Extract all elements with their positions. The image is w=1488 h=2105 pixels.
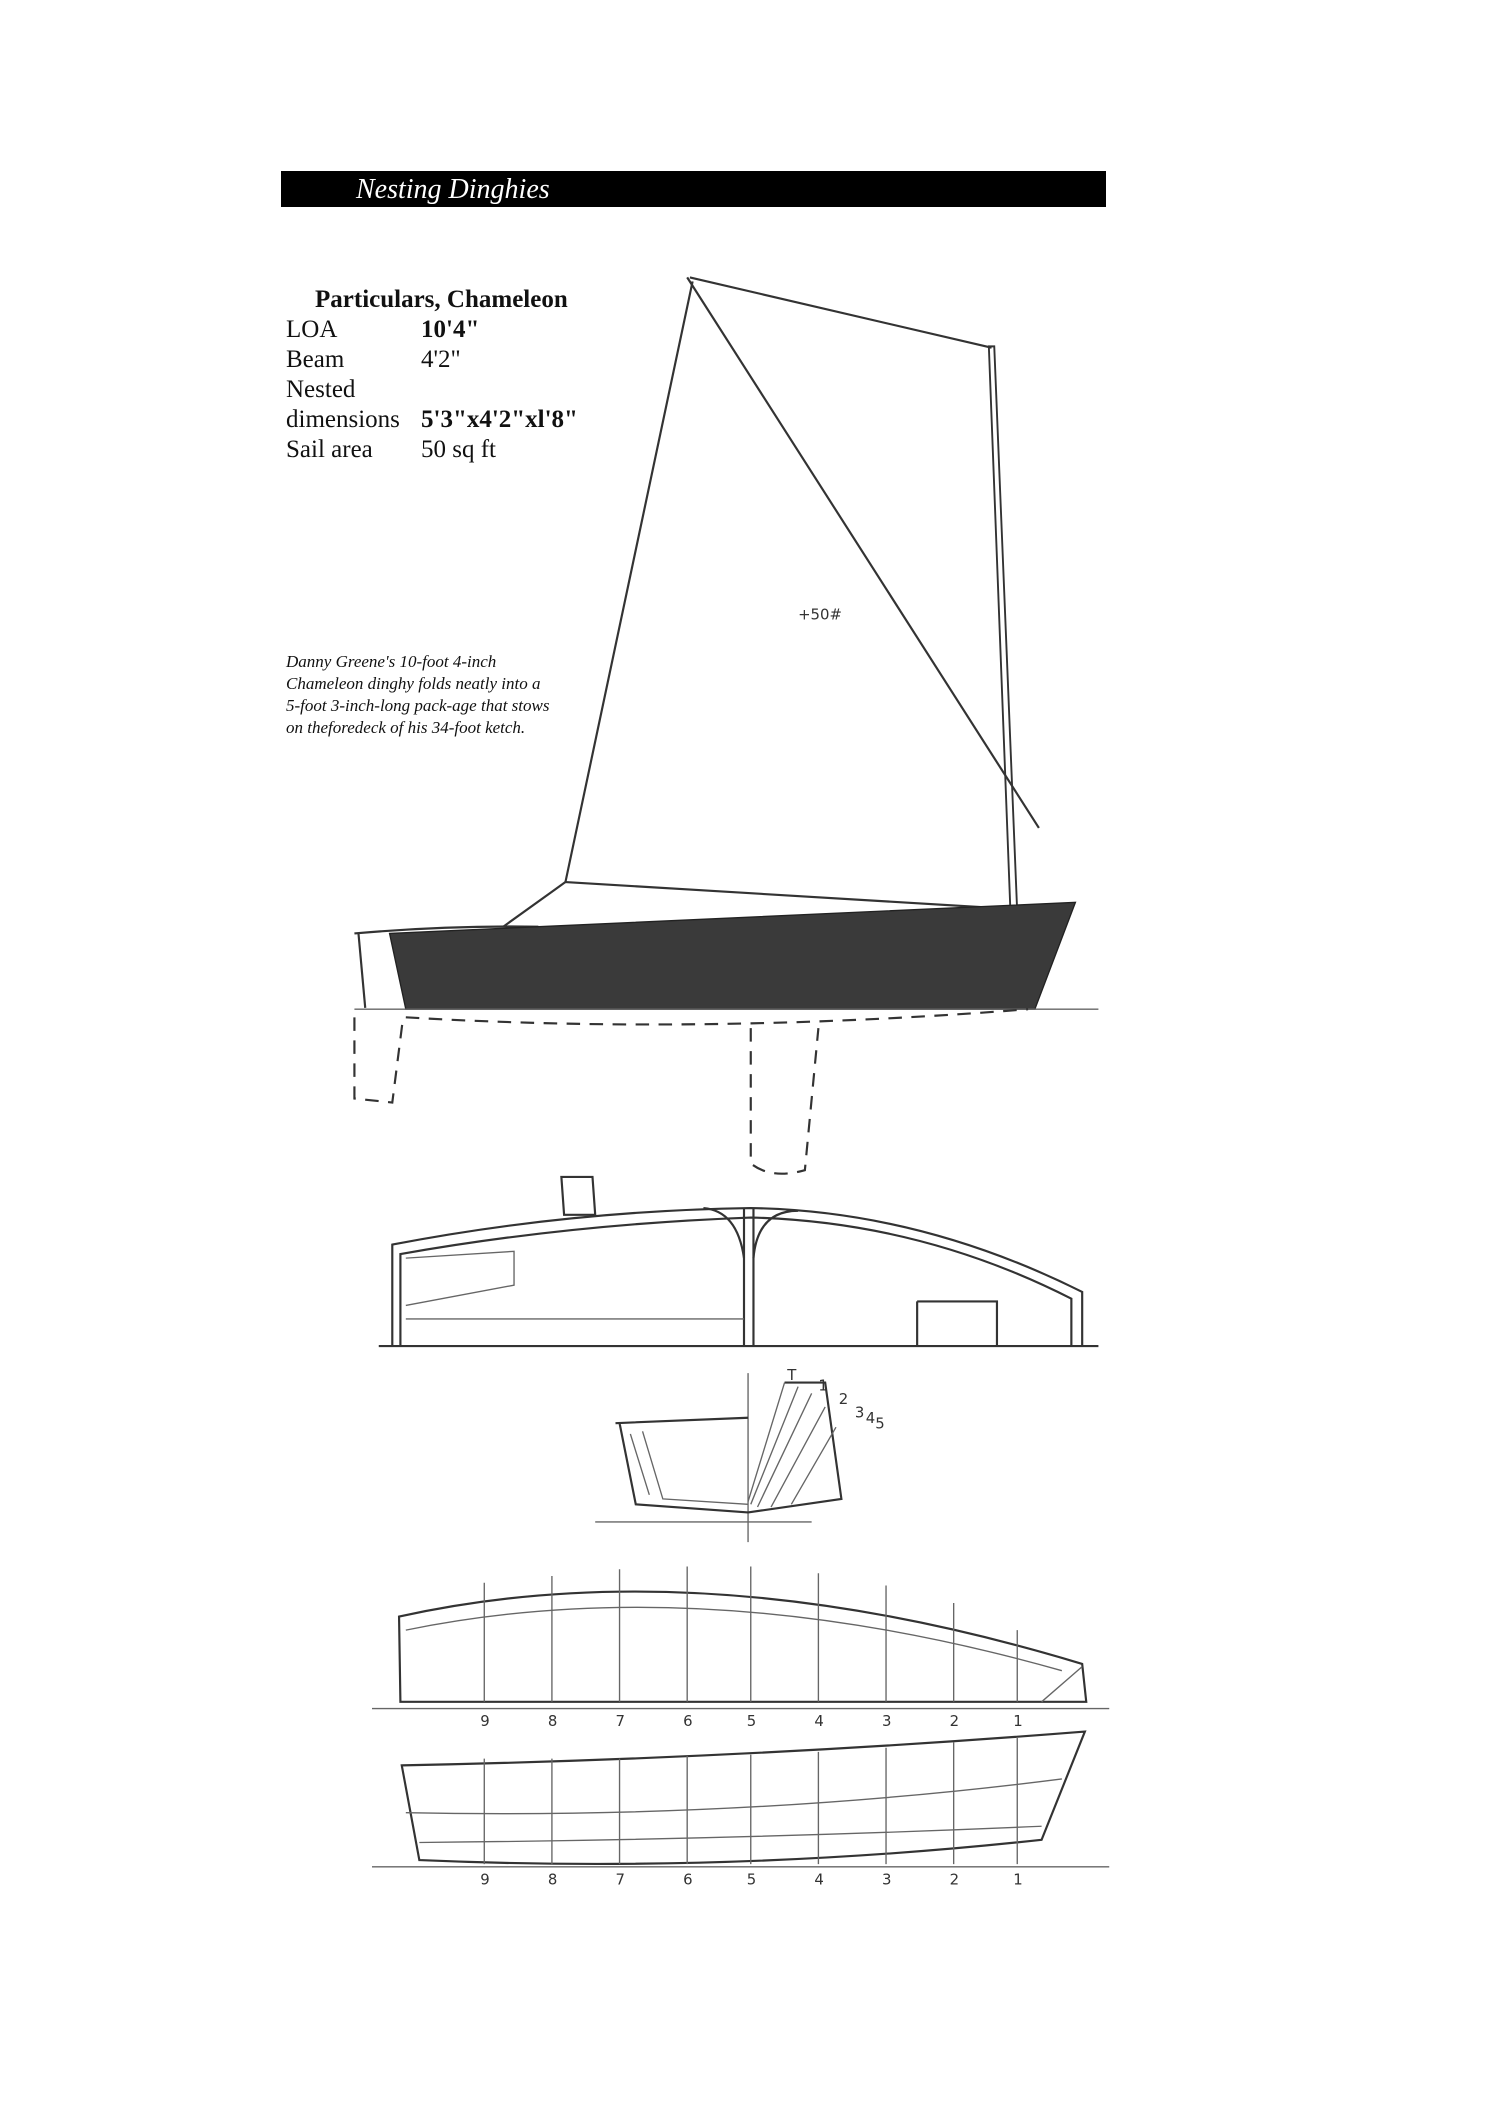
particular-row: LOA 10'4" — [286, 315, 578, 345]
body-sections: T 1 2 3 4 5 — [595, 1366, 885, 1543]
particulars-table: Particulars, Chameleon LOA 10'4" Beam 4'2"… — [286, 285, 578, 465]
sail-luff — [564, 281, 694, 883]
svg-text:2: 2 — [950, 1712, 959, 1730]
svg-text:3: 3 — [882, 1870, 891, 1888]
rudder-dashed — [353, 1017, 405, 1104]
svg-text:4: 4 — [814, 1712, 823, 1730]
particular-row: dimensions 5'3"x4'2"xl'8" — [286, 405, 578, 435]
svg-text:6: 6 — [683, 1870, 692, 1888]
particular-row: Beam 4'2" — [286, 345, 578, 375]
mast — [987, 345, 1019, 915]
rudder-head — [357, 933, 367, 1008]
svg-text:9: 9 — [480, 1712, 489, 1730]
svg-text:8: 8 — [548, 1870, 557, 1888]
station-numbers-bottom: 9 8 7 6 5 4 3 2 1 — [480, 1870, 1022, 1888]
section-label: T — [786, 1366, 797, 1384]
svg-text:1: 1 — [1013, 1870, 1022, 1888]
row-value: 50 sq ft — [421, 436, 496, 463]
svg-text:2: 2 — [950, 1870, 959, 1888]
section-header-bar: Nesting Dinghies — [281, 171, 1106, 207]
row-label: Beam — [286, 346, 345, 373]
sail-foot — [565, 880, 1015, 911]
sail-plan: +50# — [353, 276, 1099, 1175]
svg-text:3: 3 — [882, 1712, 891, 1730]
section-label: 4 — [866, 1409, 875, 1427]
svg-text:5: 5 — [747, 1712, 756, 1730]
station-numbers-top: 9 8 7 6 5 4 3 2 1 — [480, 1712, 1022, 1730]
section-label: 2 — [839, 1390, 848, 1408]
row-value: 5'3"x4'2"xl'8" — [421, 406, 578, 433]
svg-text:7: 7 — [615, 1870, 624, 1888]
row-label: Nested — [286, 376, 356, 403]
svg-text:8: 8 — [548, 1712, 557, 1730]
section-label: 1 — [818, 1377, 827, 1395]
sail-head — [689, 276, 992, 349]
svg-text:1: 1 — [1013, 1712, 1022, 1730]
hull-profile — [388, 901, 1077, 1010]
particulars-title: Particulars, Chameleon — [315, 286, 568, 313]
inboard-profile — [378, 1175, 1099, 1348]
svg-text:5: 5 — [747, 1870, 756, 1888]
row-label: Sail area — [286, 436, 373, 463]
particular-row: Nested — [286, 375, 578, 405]
svg-text:4: 4 — [814, 1870, 823, 1888]
row-label: dimensions — [286, 406, 400, 433]
row-value: 4'2" — [421, 346, 461, 373]
svg-text:6: 6 — [683, 1712, 692, 1730]
row-value: 10'4" — [421, 316, 480, 343]
lines-profile: 9 8 7 6 5 4 3 2 1 — [372, 1566, 1110, 1730]
lines-half-breadth: 9 8 7 6 5 4 3 2 1 — [372, 1730, 1110, 1888]
daggerboard-dashed — [749, 1028, 820, 1175]
row-label: LOA — [286, 316, 338, 343]
section-label: 5 — [875, 1415, 884, 1433]
keel-dashed — [405, 1008, 1029, 1026]
tack-line — [502, 881, 567, 928]
sail-note: +50# — [798, 606, 842, 624]
tiller — [354, 925, 539, 935]
svg-text:7: 7 — [615, 1712, 624, 1730]
svg-text:9: 9 — [480, 1870, 489, 1888]
yard — [686, 276, 1040, 829]
figure-caption: Danny Greene's 10-foot 4-inch Chameleon … — [286, 652, 550, 737]
section-title: Nesting Dinghies — [356, 174, 550, 205]
particular-row: Sail area 50 sq ft — [286, 435, 578, 465]
section-label: 3 — [855, 1404, 864, 1422]
